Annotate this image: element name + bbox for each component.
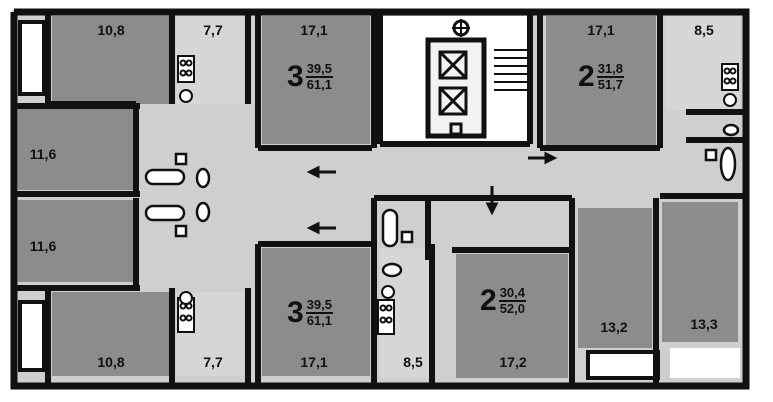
room-tr-living: [546, 16, 656, 146]
room-bc-living: [456, 254, 568, 378]
room-left-upper: [18, 108, 136, 190]
room-tl-bedroom: [52, 16, 170, 104]
room-br-bedroom-2: [662, 202, 738, 342]
room-bl-bedroom: [52, 292, 170, 376]
outer-walls: [10, 8, 750, 390]
room-tl-living: [262, 16, 370, 144]
sink-icons: [179, 89, 737, 305]
balcony-br: [670, 348, 740, 378]
window-left-top: [18, 20, 46, 96]
room-bl-living: [262, 248, 370, 376]
room-br-bedroom-1: [578, 208, 652, 348]
elevator-cabins: [438, 50, 468, 136]
window-left-bottom: [18, 300, 46, 372]
interior-walls: [16, 12, 746, 384]
window-br: [586, 350, 660, 380]
bathroom-fixtures: [144, 123, 740, 278]
room-left-lower: [18, 200, 136, 282]
entrance-arrows: [306, 151, 558, 235]
chute-icon: [452, 19, 470, 37]
stair-steps: [494, 49, 528, 91]
